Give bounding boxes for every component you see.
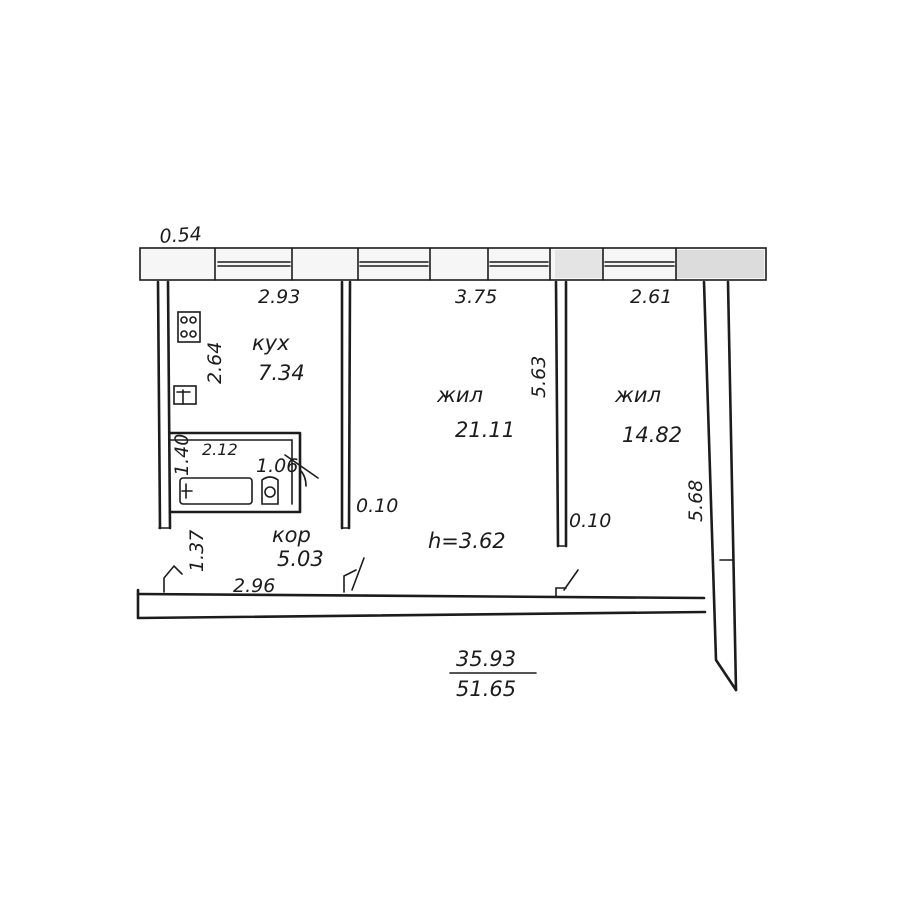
living-1-area-label: 21.11 — [455, 418, 515, 442]
door-living-2 — [555, 569, 579, 597]
kitchen-name-label: кух — [252, 331, 290, 355]
living-2-depth-label: 5.68 — [685, 480, 707, 522]
bathroom-depth-label: 1.40 — [171, 434, 193, 476]
corridor-area-label: 5.03 — [277, 547, 324, 571]
kitchen-sink — [173, 385, 197, 405]
kitchen-area-label: 7.34 — [258, 361, 305, 385]
partition-walls — [340, 280, 568, 548]
corridor-width-label: 1.37 — [186, 530, 208, 572]
corridor-name-label: кор — [272, 523, 311, 547]
wc-width-label: 1.06 — [256, 455, 298, 477]
living-1-depth-label: 5.63 — [528, 356, 550, 398]
top-exterior-wall — [139, 247, 767, 281]
bathroom-width-label: 2.12 — [202, 440, 238, 459]
living-area-total-label: 35.93 — [456, 647, 516, 671]
living-2-name-label: жил — [614, 383, 661, 407]
living-2-width-label: 2.61 — [630, 286, 672, 308]
kitchen-stove — [177, 311, 201, 343]
living-1-width-label: 3.75 — [455, 286, 497, 308]
partition-2-label: 0.10 — [569, 510, 611, 532]
left-exterior-wall — [156, 280, 172, 530]
door-living-1 — [343, 557, 365, 593]
total-area-label: 51.65 — [456, 677, 516, 701]
partition-1-label: 0.10 — [356, 495, 398, 517]
right-exterior-wall — [702, 280, 738, 692]
kitchen-depth-label: 2.64 — [204, 342, 226, 384]
bottom-exterior-wall — [136, 588, 707, 620]
ceiling-height-label: h=3.62 — [428, 529, 506, 553]
bathroom-block — [168, 431, 319, 514]
wall-thickness-label: 0.54 — [159, 223, 203, 248]
corridor-length-label: 2.96 — [233, 575, 275, 597]
living-1-name-label: жил — [436, 383, 483, 407]
living-2-area-label: 14.82 — [622, 423, 682, 447]
entrance-door — [163, 564, 183, 593]
kitchen-width-label: 2.93 — [258, 286, 300, 308]
